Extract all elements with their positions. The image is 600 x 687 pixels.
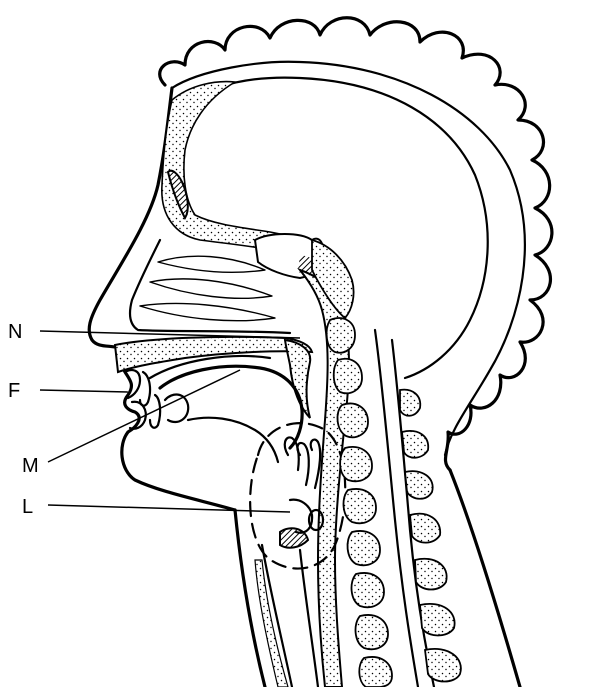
- label-L: L: [22, 496, 33, 518]
- skull-base: [312, 240, 354, 318]
- turbinate-upper: [158, 256, 265, 272]
- tongue: [160, 366, 302, 448]
- label-N: N: [8, 321, 22, 343]
- soft-palate: [285, 340, 310, 418]
- leader-line-L: [48, 505, 290, 512]
- jaw-line: [188, 418, 278, 462]
- leader-line-F: [40, 390, 128, 392]
- upper-tooth: [140, 372, 150, 406]
- label-M: M: [22, 455, 39, 477]
- frontal-bone: [162, 82, 312, 255]
- leader-line-M: [48, 370, 240, 462]
- epiglottis: [285, 437, 299, 470]
- turbinate-lower: [140, 303, 275, 320]
- trachea-back: [300, 550, 318, 687]
- turbinate-middle: [150, 279, 272, 298]
- vocal-fold-right: [311, 440, 320, 488]
- neck-back: [450, 470, 520, 687]
- lip-curve: [165, 395, 188, 423]
- face-profile: [89, 88, 235, 510]
- label-F: F: [8, 380, 20, 402]
